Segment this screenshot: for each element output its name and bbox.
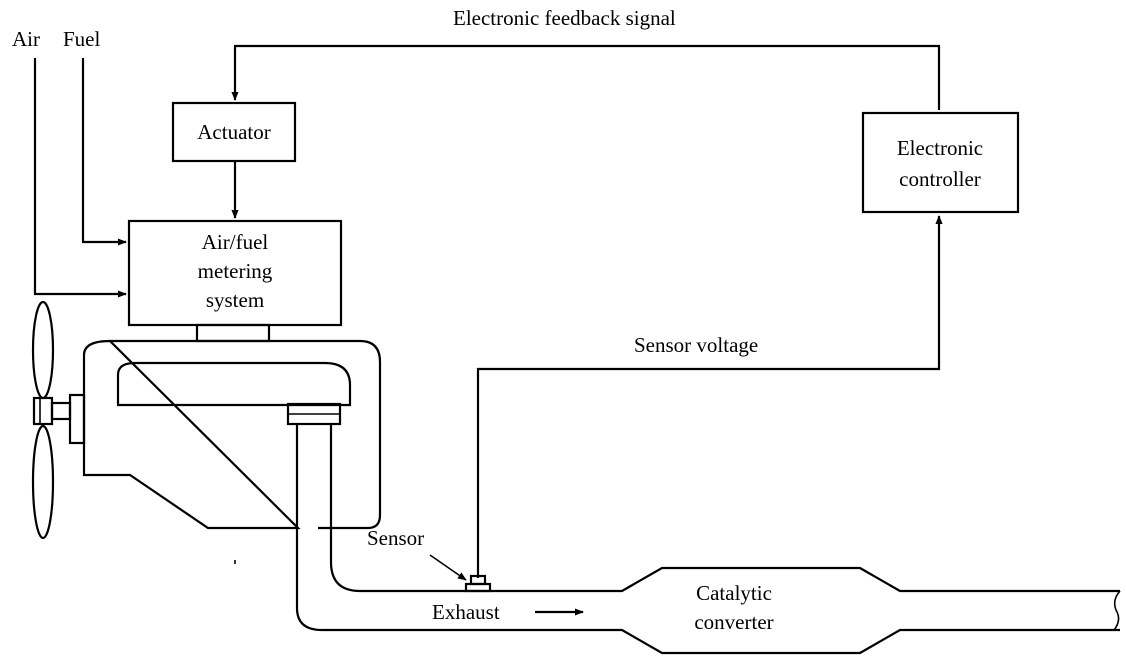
fuel-label: Fuel	[63, 27, 101, 51]
fan-blade-bottom	[31, 424, 55, 540]
sensor-pointer	[429, 554, 467, 581]
air-label: Air	[12, 27, 40, 51]
metering-label-3: system	[206, 288, 264, 312]
metering-label-2: metering	[198, 259, 273, 283]
catalytic-label-1: Catalytic	[696, 581, 772, 605]
pipe-end-cut	[1113, 590, 1121, 631]
pulley-shaft	[50, 401, 72, 421]
sensor-voltage-line	[476, 215, 943, 578]
feedback-signal-line	[231, 44, 941, 110]
sensor-base	[464, 582, 492, 593]
actuator-box	[171, 101, 297, 163]
fuel-inlet-line	[81, 58, 127, 246]
engine-inner-cutout	[116, 361, 352, 407]
controller-label-1: Electronic	[897, 136, 983, 160]
metering-system-box	[127, 219, 343, 327]
controller-label-2: controller	[899, 167, 981, 191]
exhaust-pipe-upper	[329, 424, 1120, 593]
intake-connector	[195, 323, 271, 343]
fan-blade-top	[31, 300, 55, 400]
exhaust-pipe-lower	[295, 424, 1120, 655]
feedback-signal-label: Electronic feedback signal	[453, 6, 676, 30]
controller-box	[861, 111, 1020, 214]
sensor-voltage-label: Sensor voltage	[634, 333, 758, 357]
catalytic-label-2: converter	[694, 610, 773, 634]
pulley-flange	[68, 393, 86, 445]
actuator-label: Actuator	[197, 120, 270, 144]
engine-block	[82, 339, 382, 530]
exhaust-label: Exhaust	[432, 600, 500, 624]
metering-label-1: Air/fuel	[202, 230, 269, 254]
air-inlet-line	[33, 58, 127, 298]
pulley-hub	[32, 396, 54, 426]
sensor-label: Sensor	[367, 526, 424, 550]
